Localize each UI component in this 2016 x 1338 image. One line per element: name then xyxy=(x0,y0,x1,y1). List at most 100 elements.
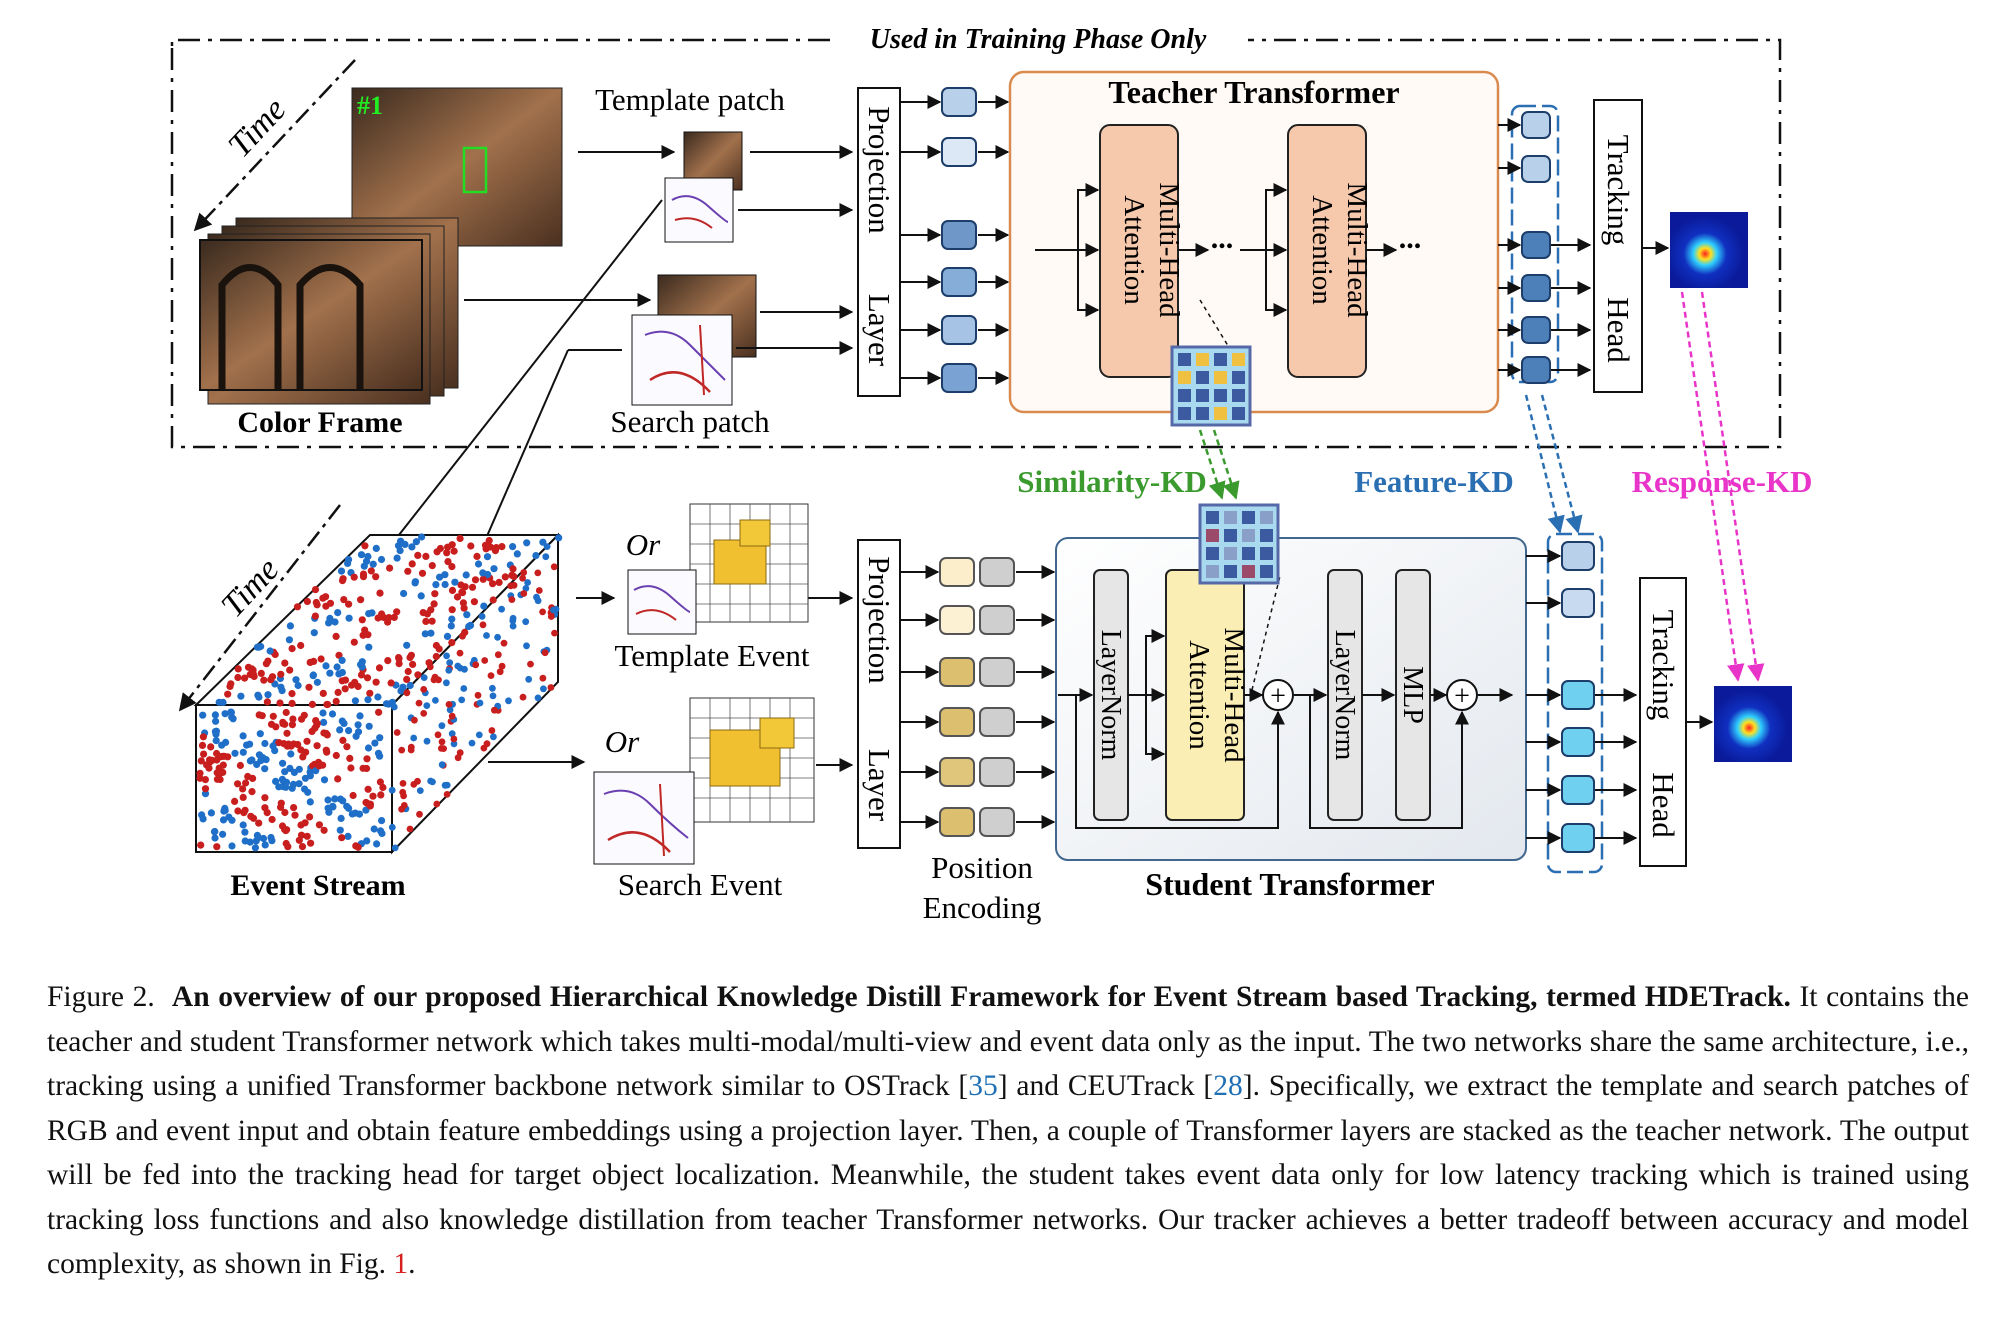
event-point xyxy=(256,730,264,738)
event-point xyxy=(420,710,428,717)
event-point xyxy=(377,791,385,799)
event-point xyxy=(295,780,303,788)
event-point xyxy=(275,739,283,747)
search-event-group: Or Search Event xyxy=(593,697,815,902)
event-point xyxy=(213,843,221,851)
event-point xyxy=(407,746,415,754)
event-point xyxy=(444,543,452,551)
event-point xyxy=(196,769,204,777)
event-point xyxy=(212,717,220,725)
event-point xyxy=(288,699,296,708)
event-point xyxy=(551,629,558,637)
event-point xyxy=(427,606,435,614)
event-point xyxy=(262,660,270,668)
event-point xyxy=(365,643,373,651)
event-point xyxy=(471,576,480,584)
event-point xyxy=(383,700,391,708)
event-point xyxy=(416,810,423,818)
event-point xyxy=(414,671,422,679)
event-point xyxy=(348,810,356,818)
event-point xyxy=(326,599,335,607)
event-point xyxy=(458,696,466,704)
event-point xyxy=(364,696,372,704)
event-point xyxy=(419,609,427,617)
event-point xyxy=(297,641,305,650)
event-point xyxy=(234,665,242,673)
figure-label: Figure 2. xyxy=(47,981,155,1013)
event-point xyxy=(320,776,329,784)
time-axis-top: Time xyxy=(193,59,356,232)
event-point xyxy=(336,826,344,834)
event-point xyxy=(239,732,247,740)
citation-link[interactable]: 35 xyxy=(968,1070,998,1102)
event-point xyxy=(414,551,422,560)
event-point xyxy=(375,708,383,716)
event-point xyxy=(489,596,497,604)
event-point xyxy=(341,685,349,693)
event-point xyxy=(498,662,506,670)
svg-text:Attention: Attention xyxy=(1183,640,1215,750)
event-stream-cube: Event Stream xyxy=(193,532,563,902)
event-point xyxy=(463,611,471,619)
event-point xyxy=(264,691,272,699)
event-point xyxy=(446,706,454,714)
event-point xyxy=(540,685,547,693)
event-point xyxy=(492,544,500,552)
event-point xyxy=(364,785,372,793)
event-point xyxy=(332,632,340,641)
event-point xyxy=(519,693,527,701)
event-point xyxy=(239,785,247,793)
event-point xyxy=(410,781,418,788)
event-point xyxy=(547,684,555,691)
event-point xyxy=(365,722,373,730)
event-point xyxy=(393,608,401,616)
event-point xyxy=(319,594,327,602)
event-point xyxy=(248,756,256,764)
event-point xyxy=(422,552,430,561)
event-point xyxy=(421,630,429,638)
event-point xyxy=(479,575,487,583)
event-point xyxy=(357,551,366,559)
event-point xyxy=(423,737,431,745)
citation-link[interactable]: 28 xyxy=(1213,1070,1243,1102)
color-frame-stack: #1 Color Frame xyxy=(199,87,563,439)
event-point xyxy=(290,804,298,812)
event-point xyxy=(428,562,436,570)
event-point xyxy=(489,580,497,588)
student-similarity-matrix xyxy=(1198,503,1280,585)
event-point xyxy=(320,718,328,727)
event-point xyxy=(479,569,487,577)
event-point xyxy=(301,819,309,827)
svg-text:Attention: Attention xyxy=(1306,195,1338,305)
svg-text:LayerNorm: LayerNorm xyxy=(1329,630,1360,761)
svg-text:Layer: Layer xyxy=(862,749,897,822)
event-point xyxy=(288,721,296,729)
event-point xyxy=(395,655,403,663)
event-point xyxy=(338,834,346,842)
event-point xyxy=(547,613,555,620)
event-point xyxy=(520,569,528,576)
event-point xyxy=(283,729,291,737)
training-phase-label: Used in Training Phase Only xyxy=(870,24,1207,55)
event-point xyxy=(362,798,370,807)
event-point xyxy=(241,837,249,845)
figure-link[interactable]: 1 xyxy=(393,1248,409,1280)
event-point xyxy=(489,684,496,692)
event-point xyxy=(323,748,331,756)
teacher-response-map xyxy=(1670,212,1748,288)
event-point xyxy=(430,676,438,684)
event-point xyxy=(403,641,411,649)
event-point xyxy=(510,581,518,589)
event-point xyxy=(411,716,418,724)
event-point xyxy=(431,590,439,598)
event-point xyxy=(474,691,482,699)
event-point xyxy=(543,543,551,550)
event-point xyxy=(363,755,371,763)
event-point xyxy=(199,815,207,823)
caption-title: An overview of our proposed Hierarchical… xyxy=(171,981,1791,1013)
event-point xyxy=(312,717,320,725)
event-point xyxy=(228,816,236,824)
student-response-map xyxy=(1714,686,1792,762)
event-point xyxy=(255,643,263,651)
event-point xyxy=(236,761,244,770)
